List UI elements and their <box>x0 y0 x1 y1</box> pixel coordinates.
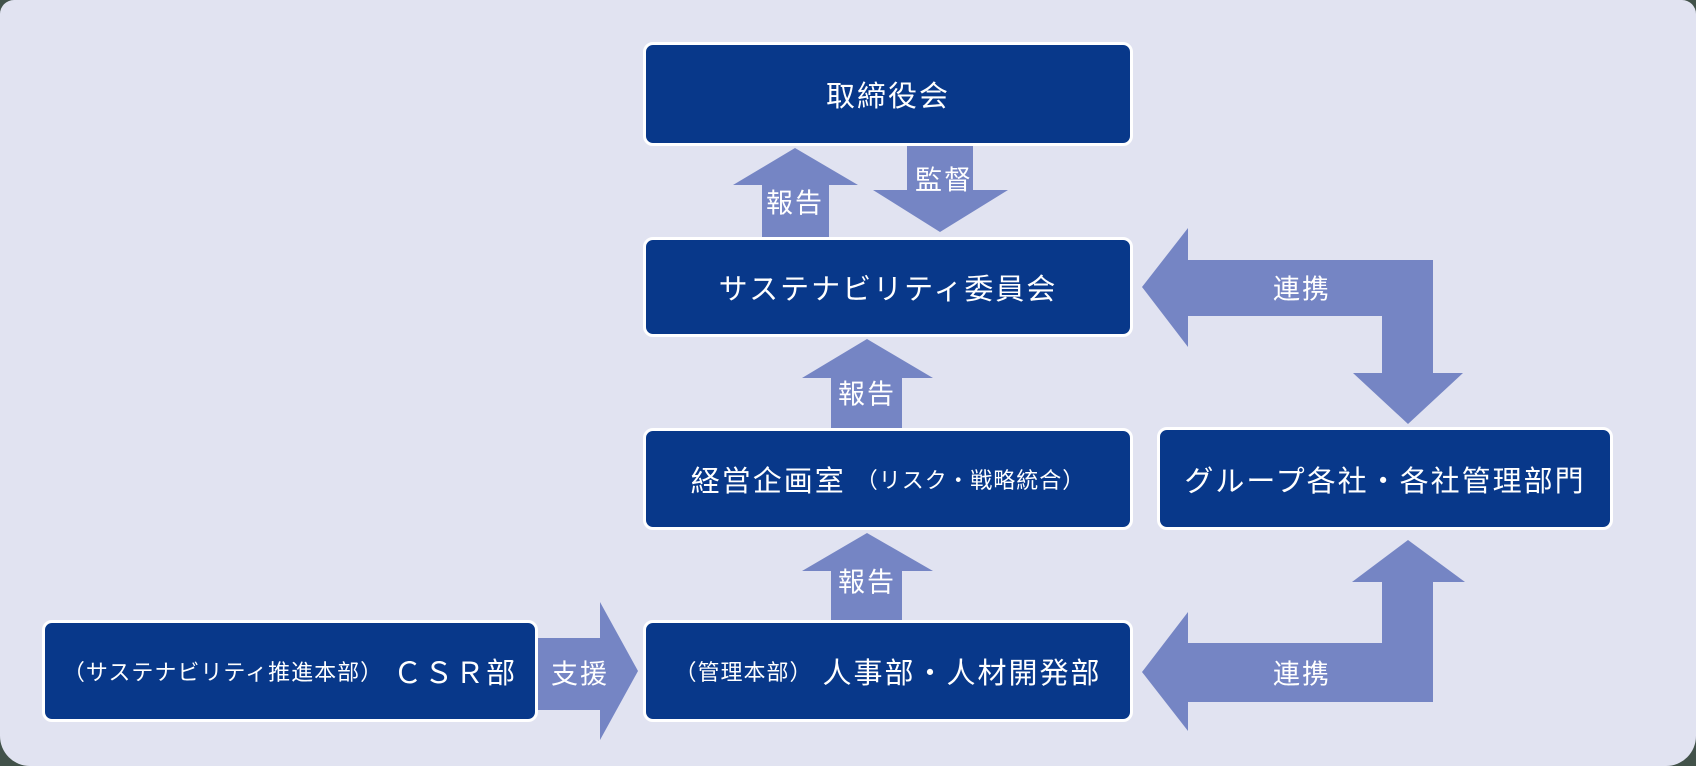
box-csr-division-sublabel: （サステナビリティ推進本部） <box>62 661 384 686</box>
box-board-of-directors: 取締役会 <box>643 42 1133 146</box>
box-corporate-planning-office: 経営企画室 （リスク・戦略統合） <box>643 428 1133 530</box>
report-up-arrow-2 <box>802 339 933 428</box>
box-csr-division: （サステナビリティ推進本部） ＣＳＲ部 <box>42 620 538 722</box>
box-sustainability-committee: サステナビリティ委員会 <box>643 237 1133 337</box>
box-corporate-planning-office-label: 経営企画室 <box>690 464 846 498</box>
collaboration-elbow-arrow-top <box>1142 228 1463 424</box>
box-hr-division-sublabel: （管理本部） <box>674 661 813 686</box>
arrow-label-support: 支援 <box>551 659 609 691</box>
box-group-companies: グループ各社・各社管理部門 <box>1157 427 1613 530</box>
box-corporate-planning-office-sublabel: （リスク・戦略統合） <box>855 469 1086 494</box>
supervise-down-arrow <box>873 146 1008 232</box>
support-right-arrow <box>538 602 638 740</box>
box-group-companies-label: グループ各社・各社管理部門 <box>1184 463 1586 498</box>
report-up-arrow-3 <box>802 533 933 620</box>
box-hr-division-label: 人事部・人材開発部 <box>822 656 1102 690</box>
box-csr-division-label: ＣＳＲ部 <box>393 656 518 690</box>
arrow-label-report-2: 報告 <box>838 379 896 411</box>
box-board-of-directors-label: 取締役会 <box>825 79 950 113</box>
arrow-label-collaboration-top: 連携 <box>1273 274 1331 306</box>
collaboration-elbow-arrow-bottom <box>1142 540 1465 731</box>
arrow-label-supervise: 監督 <box>915 165 973 197</box>
box-sustainability-committee-label: サステナビリティ委員会 <box>718 272 1058 306</box>
arrow-label-collaboration-bottom: 連携 <box>1273 659 1331 691</box>
report-up-arrow-1 <box>733 148 858 237</box>
arrow-label-report-1: 報告 <box>766 188 824 220</box>
box-hr-division: （管理本部） 人事部・人材開発部 <box>643 620 1133 722</box>
arrow-label-report-3: 報告 <box>838 567 896 599</box>
